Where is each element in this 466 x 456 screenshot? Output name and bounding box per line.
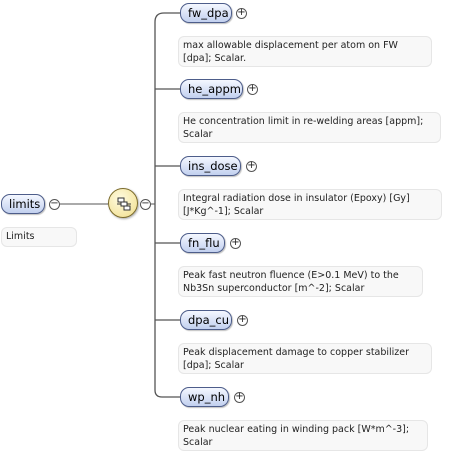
element-fw-dpa[interactable]: fw_dpa (180, 3, 232, 23)
doc-line: [dpa]; Scalar (183, 360, 244, 371)
doc-line: max allowable displacement per atom on F… (183, 40, 398, 51)
collapse-icon[interactable]: − (49, 198, 60, 210)
sequence-icon[interactable] (108, 188, 138, 218)
expand-icon[interactable]: + (230, 237, 241, 249)
element-wp-nh[interactable]: wp_nh (180, 387, 229, 407)
element-he-appm[interactable]: he_appm (180, 79, 243, 99)
expand-icon[interactable]: + (236, 7, 247, 19)
element-ins-dose[interactable]: ins_dose (180, 156, 241, 176)
doc-line: [J*Kg^-1]; Scalar (183, 206, 264, 217)
doc-line: Peak fast neutron fluence (E>0.1 MeV) to… (183, 270, 399, 281)
expand-icon[interactable]: + (247, 83, 258, 95)
expand-icon[interactable]: + (234, 391, 245, 403)
doc-line: Nb3Sn superconductor [m^-2]; Scalar (183, 283, 365, 294)
element-doc: Integral radiation dose in insulator (Ep… (178, 189, 442, 220)
doc-line: Peak nuclear eating in winding pack [W*m… (183, 424, 410, 435)
element-doc: Peak nuclear eating in winding pack [W*m… (178, 420, 428, 451)
collapse-icon[interactable]: − (140, 198, 151, 210)
element-doc: max allowable displacement per atom on F… (178, 36, 432, 67)
doc-line: Scalar (183, 129, 213, 140)
element-dpa-cu[interactable]: dpa_cu (180, 310, 232, 330)
element-limits[interactable]: limits (1, 194, 45, 214)
doc-line: [dpa]; Scalar. (183, 53, 247, 64)
element-doc: Peak fast neutron fluence (E>0.1 MeV) to… (178, 266, 423, 297)
doc-line: Integral radiation dose in insulator (Ep… (183, 193, 410, 204)
doc-line: Peak displacement damage to copper stabi… (183, 347, 410, 358)
doc-line: He concentration limit in re-welding are… (183, 116, 424, 127)
doc-line: Scalar (183, 437, 213, 448)
element-doc: Limits (1, 227, 77, 247)
expand-icon[interactable]: + (237, 314, 248, 326)
expand-icon[interactable]: + (246, 160, 257, 172)
element-doc: Peak displacement damage to copper stabi… (178, 343, 432, 374)
element-fn-flu[interactable]: fn_flu (180, 233, 225, 253)
element-doc: He concentration limit in re-welding are… (178, 112, 441, 143)
